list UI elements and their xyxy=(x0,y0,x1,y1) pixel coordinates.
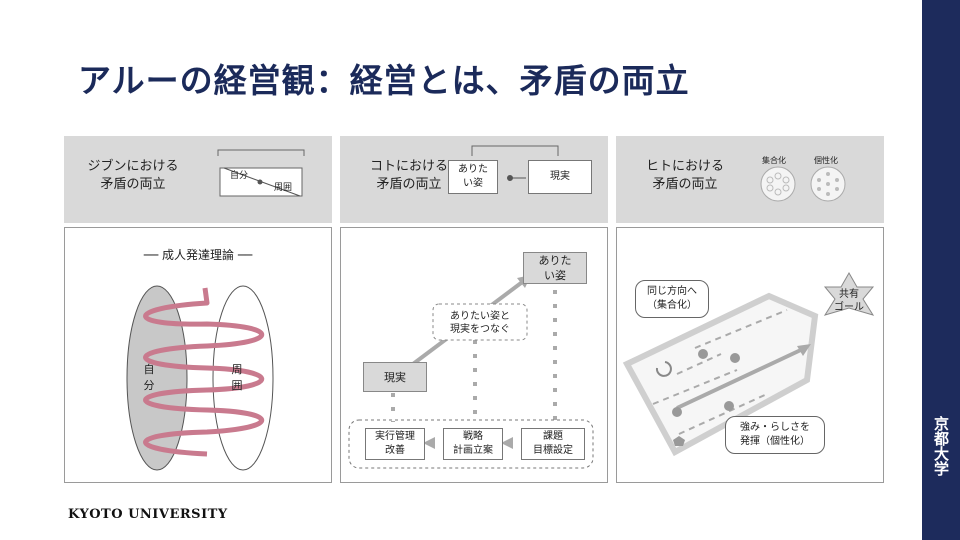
koto-header-text: コトにおける 矛盾の両立 xyxy=(369,159,448,192)
kyoto-sidebar: 京都大学 xyxy=(922,0,960,540)
koto-panel-connect: ありたい姿と 現実をつなぐ xyxy=(450,311,510,335)
hito-header-box: ヒトにおける 矛盾の両立 集合化 個性化 xyxy=(616,136,884,223)
hito-same-direction-bubble: 同じ方向へ （集合化） xyxy=(635,280,709,318)
hito-strengths-bubble: 強み・らしさを 発揮（個性化） xyxy=(725,416,825,454)
adult-development-title: ── 成人発達理論 ── xyxy=(143,248,253,262)
koto-panel: ありた い姿 現実 ありたい姿と 現実をつなぐ 実行管理 改善 戦略 計画立案 … xyxy=(340,227,608,483)
koto-step-issue: 課題 目標設定 xyxy=(521,428,585,460)
jibun-mini-diagram xyxy=(217,149,305,197)
koto-panel-reality: 現実 xyxy=(363,362,427,392)
hito-mini-individual-label: 個性化 xyxy=(814,156,838,165)
jibun-panel-around: 周 囲 xyxy=(231,363,243,392)
hito-header-text: ヒトにおける 矛盾の両立 xyxy=(645,159,724,192)
jibun-panel-self: 自 分 xyxy=(143,363,155,392)
hito-mini-collective-label: 集合化 xyxy=(762,156,786,165)
hito-shared-goal: 共有 ゴール xyxy=(834,289,864,313)
jibun-panel: ── 成人発達理論 ── 自 分 周 囲 xyxy=(64,227,332,483)
jibun-header-text: ジブンにおける 矛盾の両立 xyxy=(87,159,179,192)
hito-panel: 同じ方向へ （集合化） 共有 ゴール 強み・らしさを 発揮（個性化） xyxy=(616,227,884,483)
hito-mini-circles xyxy=(760,166,846,202)
jibun-spiral-diagram xyxy=(126,285,274,471)
sidebar-logo-text: 京都大学 xyxy=(932,416,950,476)
footer-university: KYOTO UNIVERSITY xyxy=(68,507,228,522)
koto-mini-diagram xyxy=(471,145,559,181)
koto-step-strategy: 戦略 計画立案 xyxy=(443,428,503,460)
koto-mini-reality: 現実 xyxy=(528,160,592,194)
jibun-header-box: ジブンにおける 矛盾の両立 自分 周囲 xyxy=(64,136,332,223)
jibun-mini-around: 周囲 xyxy=(274,183,293,193)
koto-flow-diagram xyxy=(348,275,594,469)
hito-team-diagram xyxy=(622,271,875,457)
slide-title: アルーの経営観：経営とは、矛盾の両立 xyxy=(78,61,690,100)
koto-step-execution: 実行管理 改善 xyxy=(365,428,425,460)
koto-mini-ideal: ありた い姿 xyxy=(448,160,498,194)
jibun-mini-self: 自分 xyxy=(230,171,249,181)
koto-panel-ideal: ありた い姿 xyxy=(523,252,587,284)
koto-header-box: コトにおける 矛盾の両立 ありた い姿 現実 xyxy=(340,136,608,223)
